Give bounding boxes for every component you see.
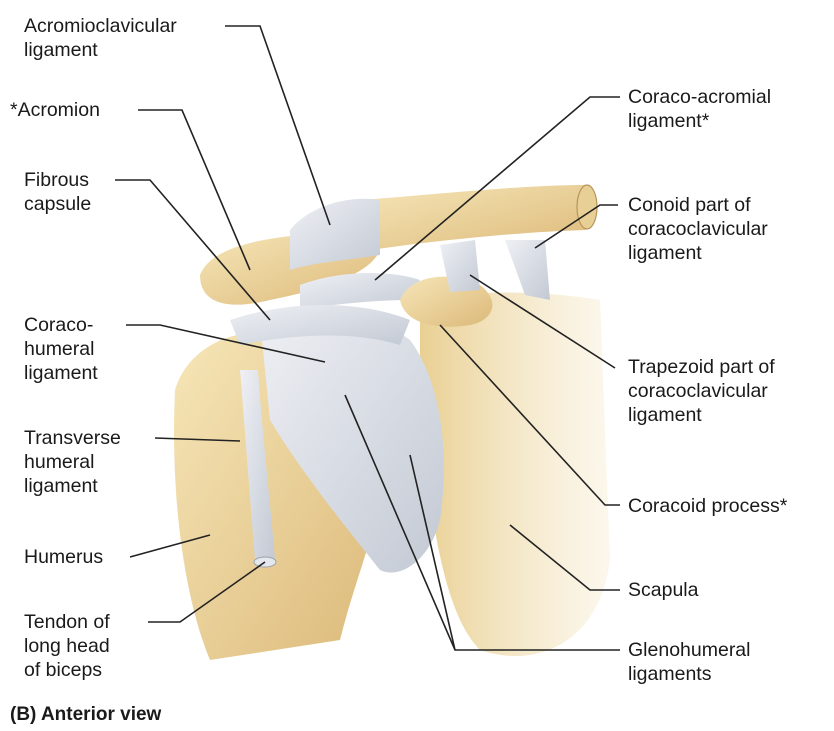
label-coracohumeral-ligament: Coraco- humeral ligament xyxy=(24,313,98,385)
label-conoid-part: Conoid part of coracoclavicular ligament xyxy=(628,193,768,265)
conoid-shape xyxy=(505,240,550,300)
label-fibrous-capsule: Fibrous capsule xyxy=(24,168,91,216)
label-scapula: Scapula xyxy=(628,578,698,602)
view-caption: (B) Anterior view xyxy=(10,704,161,726)
label-humerus: Humerus xyxy=(24,545,103,569)
label-trapezoid-part: Trapezoid part of coracoclavicular ligam… xyxy=(628,355,775,427)
clavicle-shape xyxy=(360,185,596,250)
label-tendon-long-head-biceps: Tendon of long head of biceps xyxy=(24,610,110,682)
label-acromioclavicular-ligament: Acromioclavicular ligament xyxy=(24,14,177,62)
label-coracoid-process: Coracoid process* xyxy=(628,494,787,518)
label-acromion: *Acromion xyxy=(10,98,100,122)
label-coracoacromial-ligament: Coraco-acromial ligament* xyxy=(628,85,771,133)
label-transverse-humeral-ligament: Transverse humeral ligament xyxy=(24,426,121,498)
label-glenohumeral-ligaments: Glenohumeral ligaments xyxy=(628,638,750,686)
